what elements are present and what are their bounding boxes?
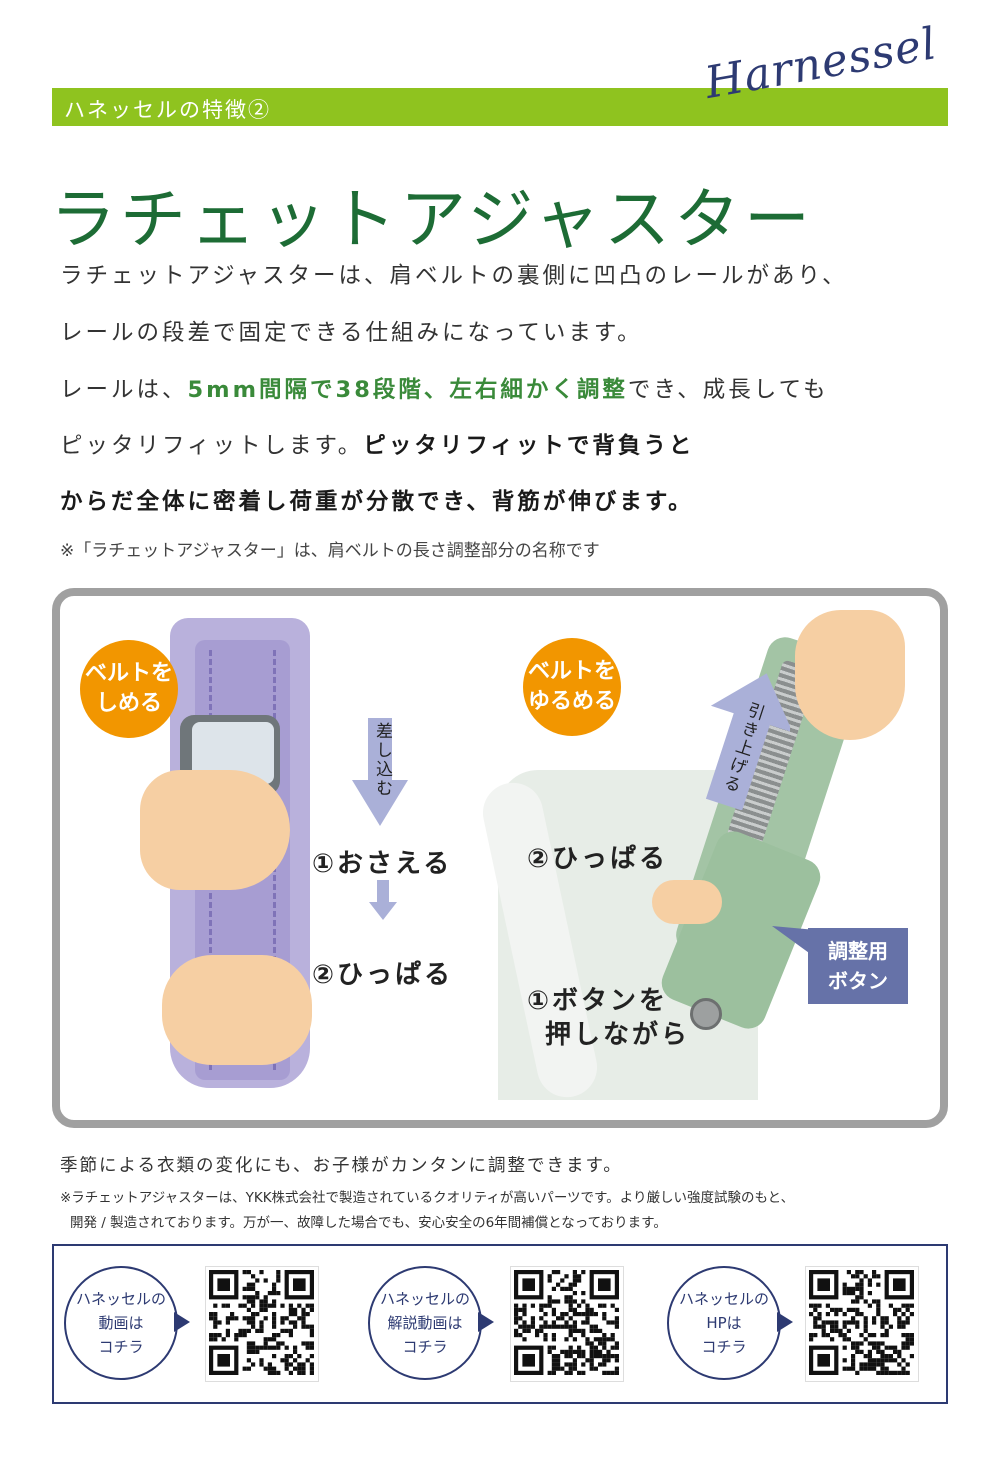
qr-bubble-tail (777, 1312, 793, 1332)
tighten-bubble: ベルトをしめる (80, 640, 178, 738)
qr-code-video[interactable] (205, 1266, 319, 1382)
qr-code-explainer[interactable] (510, 1266, 624, 1382)
step-arrow-icon (369, 880, 397, 920)
qr-bubble-tail (478, 1312, 494, 1332)
body-line-3c: でき、成長しても (627, 377, 829, 403)
qr-bubble-video: ハネッセルの 動画は コチラ (64, 1266, 178, 1380)
rivet-illustration (690, 998, 722, 1030)
header-band (52, 88, 948, 126)
tighten-bubble-line2: しめる (95, 691, 162, 716)
left-step-2: ②ひっぱる (312, 960, 454, 990)
qr-links-box (52, 1244, 948, 1404)
body-line-4b: ピッタリフィットで背負うと (363, 433, 695, 459)
lift-arrow-icon (705, 673, 790, 810)
finger-illustration (652, 880, 722, 924)
body-note: ※「ラチェットアジャスター」は、肩ベルトの長さ調整部分の名称です (60, 541, 600, 561)
qr-bubble-explainer: ハネッセルの 解説動画は コチラ (368, 1266, 482, 1380)
loosen-bubble-line1: ベルトを (527, 659, 616, 684)
qr-code-homepage[interactable] (805, 1266, 919, 1382)
body-line-3a: レールは、 (60, 377, 188, 403)
page-title: ラチェットアジャスター (50, 181, 815, 258)
tag-line1: 調整用 (828, 939, 888, 963)
loosen-bubble-line2: ゆるめる (527, 689, 616, 714)
qr-bubble-homepage: ハネッセルの HPは コチラ (667, 1266, 781, 1380)
body-highlight: 5mm間隔で38段階、左右細かく調整 (187, 377, 628, 403)
qr-bubble-explainer-line1: ハネッセルの (379, 1290, 470, 1308)
qr-bubble-homepage-line3: コチラ (701, 1338, 747, 1356)
tag-line2: ボタン (828, 969, 888, 993)
qr-bubble-homepage-line2: HPは (706, 1314, 742, 1332)
footer-note: 季節による衣類の変化にも、お子様がカンタンに調整できます。 (60, 1156, 623, 1176)
tighten-bubble-line1: ベルトを (84, 661, 173, 686)
insert-label: 差し込む (372, 722, 392, 798)
body-line-5: からだ全体に密着し荷重が分散でき、背筋が伸びます。 (60, 489, 694, 515)
right-step-1-line2: 押しながら (545, 1020, 691, 1050)
qr-bubble-homepage-line1: ハネッセルの (678, 1290, 769, 1308)
insert-arrow-icon (352, 718, 408, 826)
body-line-4: ピッタリフィットします。ピッタリフィットで背負うと (60, 428, 694, 460)
hand-top-illustration (795, 610, 905, 740)
qr-bubble-video-line3: コチラ (98, 1338, 144, 1356)
header-label: ハネッセルの特徴② (64, 98, 271, 122)
adjust-button-tag: 調整用ボタン (808, 928, 908, 1004)
qr-bubble-tail (174, 1312, 190, 1332)
qr-bubble-explainer-line2: 解説動画は (387, 1314, 463, 1332)
qr-bubble-explainer-line3: コチラ (402, 1338, 448, 1356)
body-line-4a: ピッタリフィットします。 (60, 433, 364, 459)
right-step-1-line1: ①ボタンを (527, 986, 669, 1016)
body-line-1: ラチェットアジャスターは、肩ベルトの裏側に凹凸のレールがあり、 (60, 263, 848, 289)
body-line-2: レールの段差で固定できる仕組みになっています。 (60, 320, 643, 346)
footer-small-note-1: ※ラチェットアジャスターは、YKK株式会社で製造されているクオリティが高いパーツ… (60, 1190, 795, 1206)
hand-lower-illustration (162, 955, 312, 1065)
hand-upper-illustration (140, 770, 290, 890)
qr-bubble-video-line2: 動画は (98, 1314, 144, 1332)
body-line-3: レールは、5mm間隔で38段階、左右細かく調整でき、成長しても (60, 372, 829, 404)
left-step-1: ①おさえる (312, 849, 453, 879)
right-step-2: ②ひっぱる (527, 844, 669, 874)
loosen-bubble: ベルトをゆるめる (523, 638, 621, 736)
footer-small-note-2: 開発 / 製造されております。万が一、故障した場合でも、安心安全の6年間補償とな… (70, 1215, 667, 1231)
tag-pointer-icon (772, 926, 816, 958)
qr-bubble-video-line1: ハネッセルの (75, 1290, 166, 1308)
